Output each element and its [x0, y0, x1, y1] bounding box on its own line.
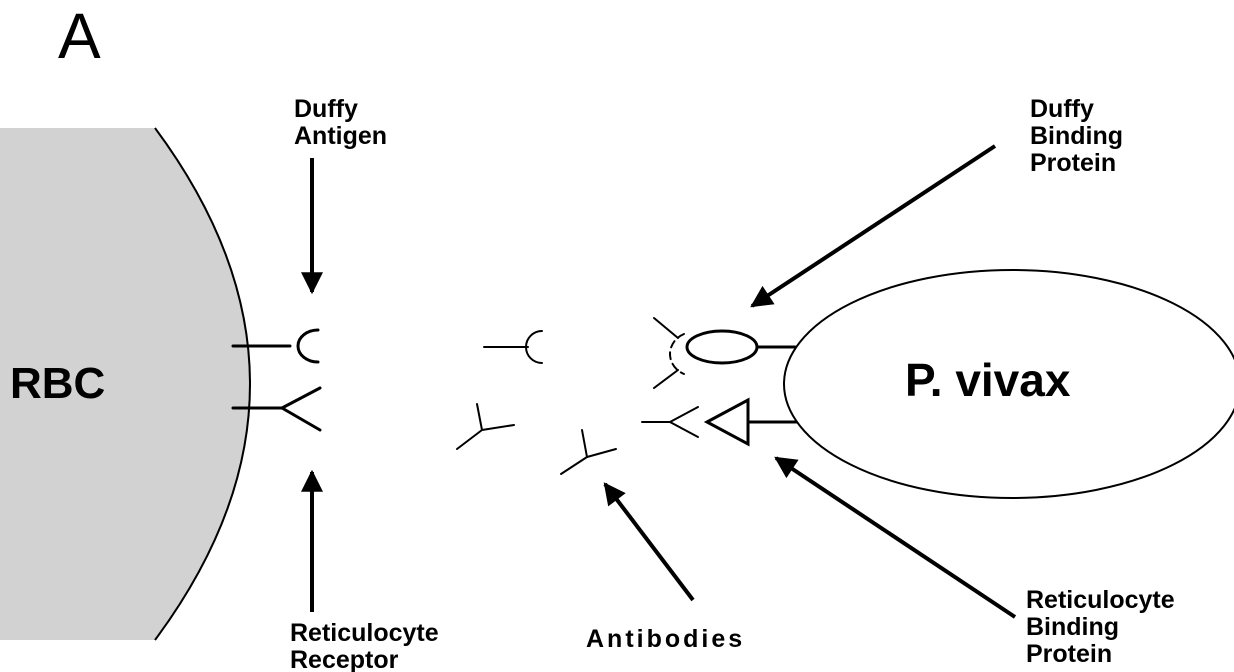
blocking-antibody-duffy	[654, 318, 684, 388]
free-duffy-ligand	[484, 331, 542, 363]
reticulocyte-binding-protein-label-line: Protein	[1026, 641, 1175, 668]
antibodies-label: Antibodies	[586, 626, 745, 653]
reticulocyte-binding-protein-shape	[707, 400, 797, 444]
reticulocyte-receptor-label-line: Receptor	[290, 647, 439, 672]
duffy-antigen-label: Duffy Antigen	[294, 96, 387, 150]
duffy-binding-protein-shape	[687, 331, 795, 363]
reticulocyte-receptor-label-line: Reticulocyte	[290, 620, 439, 647]
duffy-binding-protein-label: Duffy Binding Protein	[1030, 96, 1123, 177]
duffy-antigen-label-line: Duffy	[294, 96, 387, 123]
antibody-1	[457, 404, 514, 449]
panel-letter: A	[58, 2, 101, 71]
reticulocyte-binding-protein-label: Reticulocyte Binding Protein	[1026, 587, 1175, 668]
antibody-2	[561, 430, 616, 474]
reticulocyte-binding-protein-label-line: Binding	[1026, 614, 1175, 641]
duffy-antigen-label-line: Antigen	[294, 123, 387, 150]
reticulocyte-binding-protein-label-line: Reticulocyte	[1026, 587, 1175, 614]
rbc-label: RBC	[10, 360, 105, 408]
arrow-antibodies	[605, 484, 693, 600]
duffy-binding-protein-label-line: Protein	[1030, 150, 1123, 177]
duffy-binding-protein-label-line: Binding	[1030, 123, 1123, 150]
reticulocyte-receptor-label: Reticulocyte Receptor	[290, 620, 439, 672]
duffy-binding-protein-label-line: Duffy	[1030, 96, 1123, 123]
blocking-antibody-reticulocyte	[642, 407, 698, 437]
p-vivax-label: P. vivax	[905, 356, 1070, 406]
